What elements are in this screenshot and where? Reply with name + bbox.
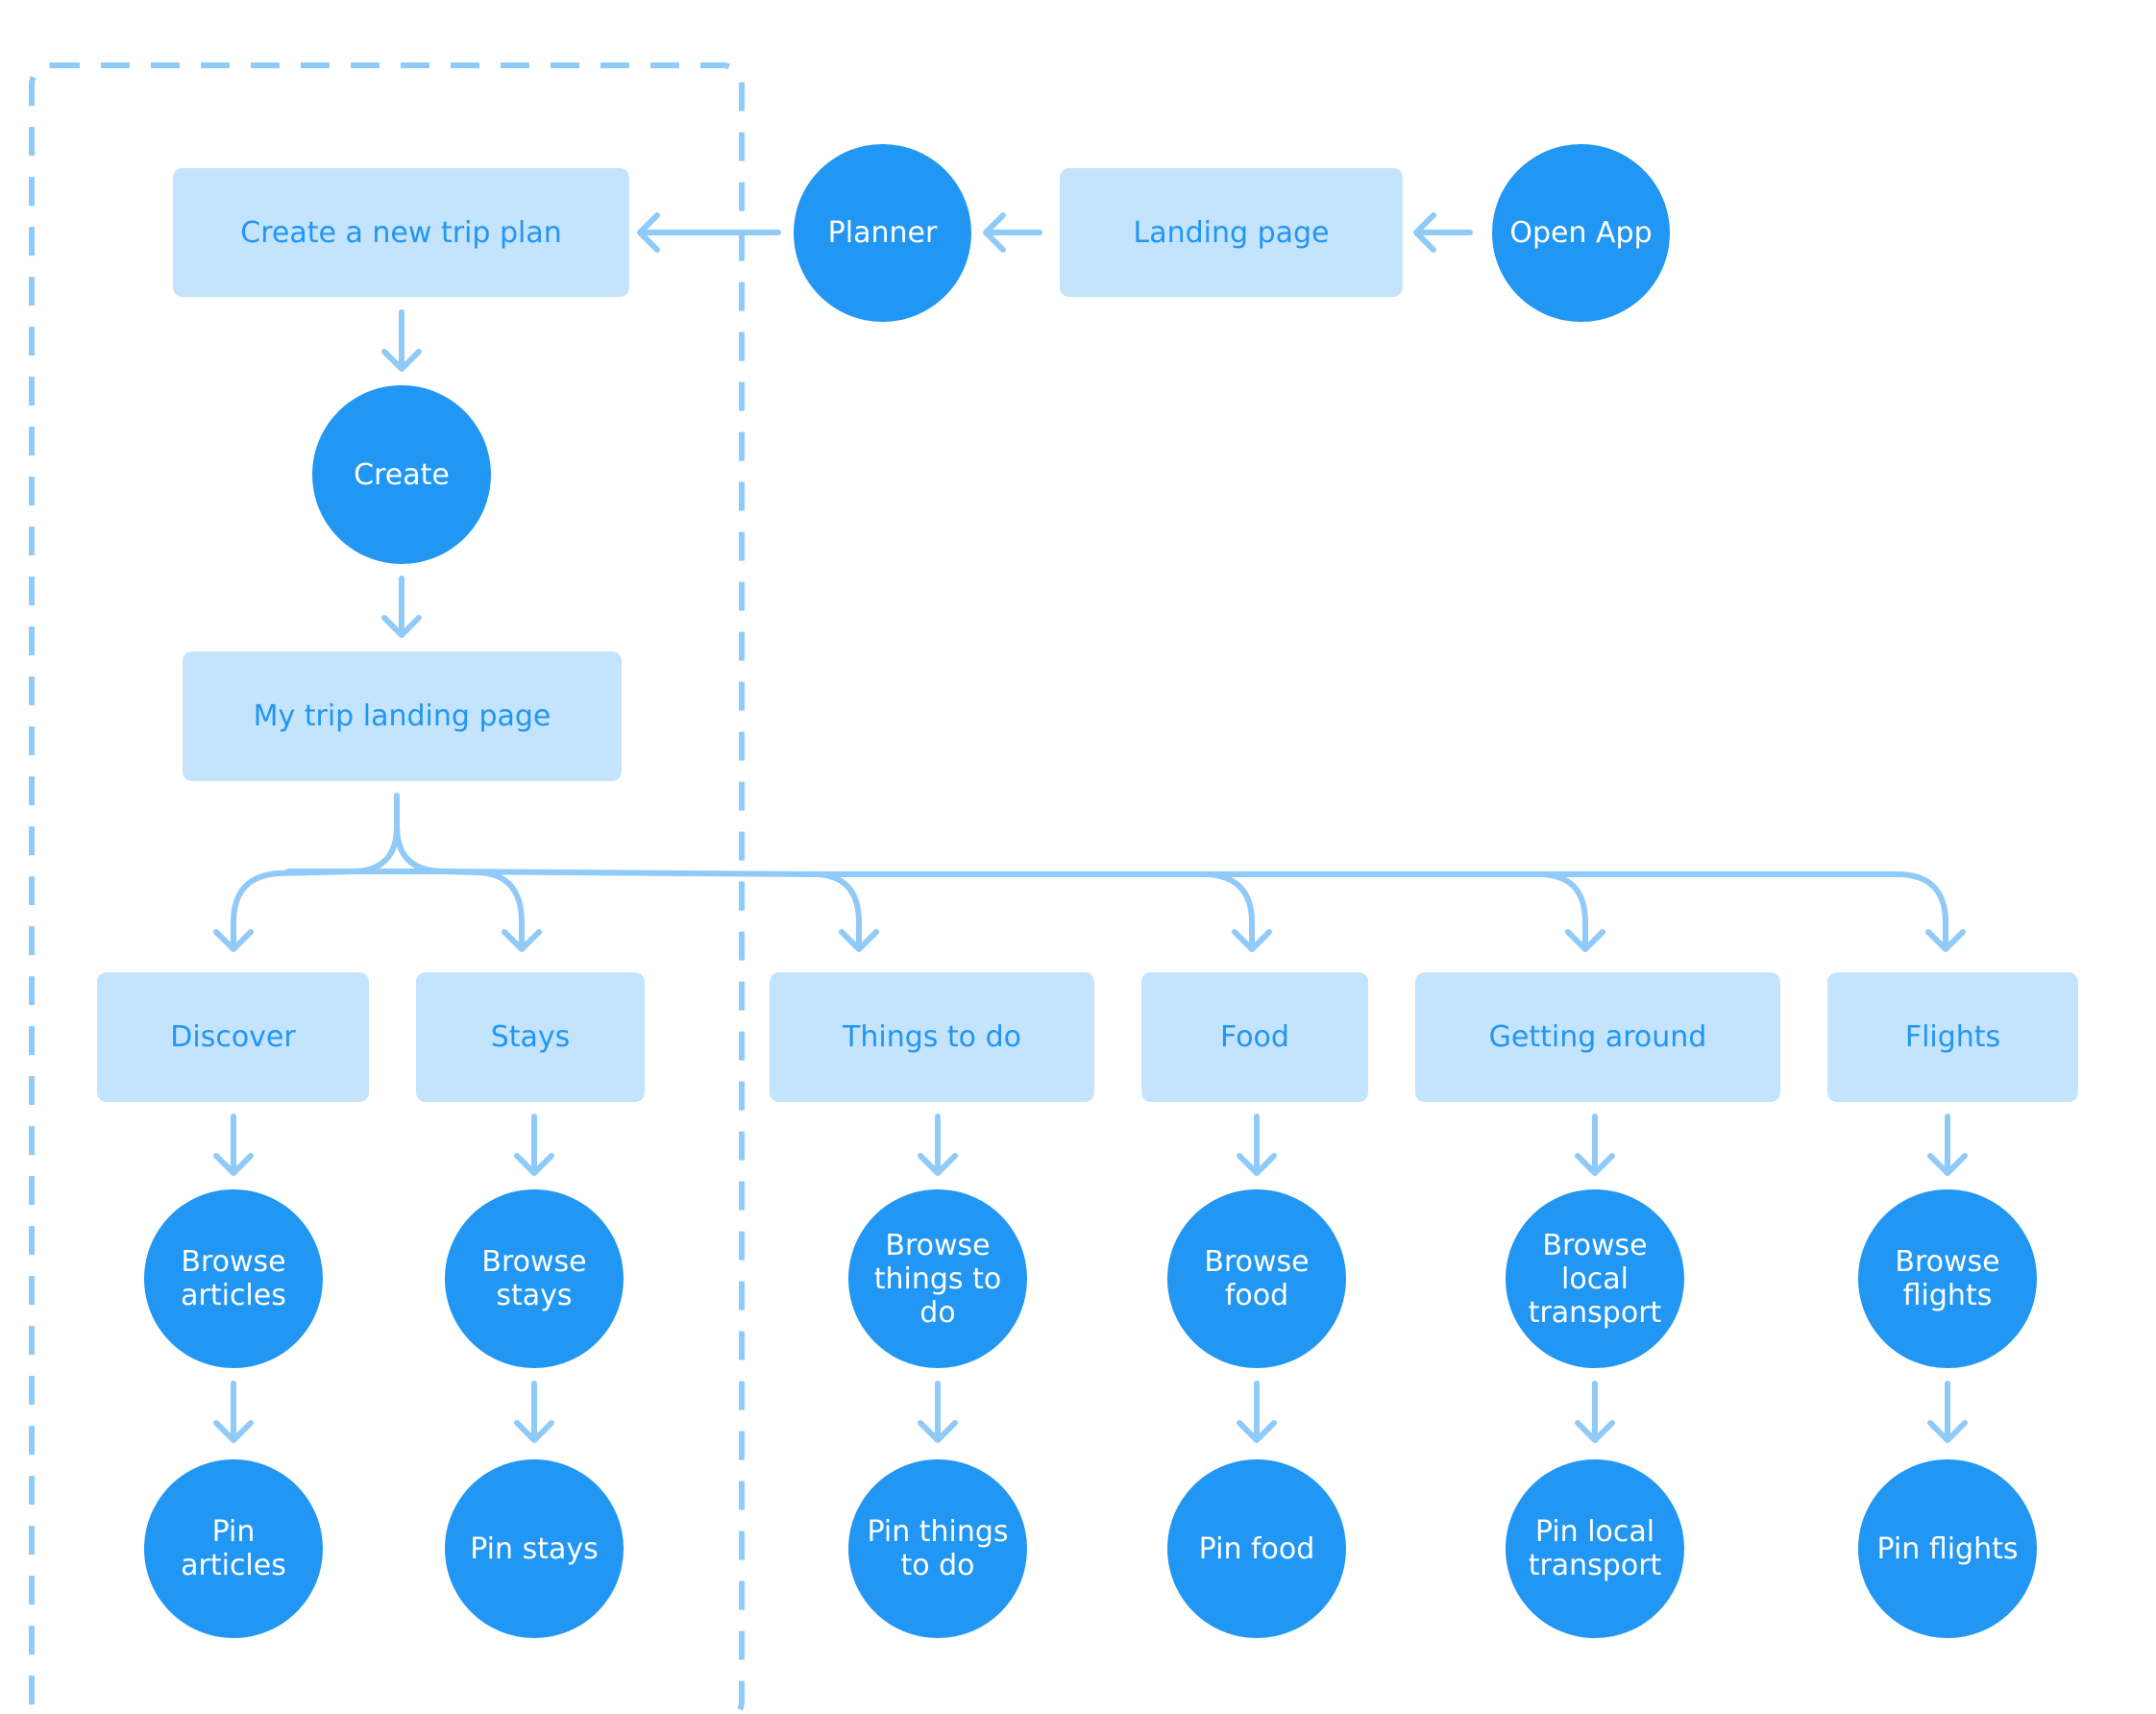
arrow-transport-pin bbox=[1575, 1381, 1615, 1443]
node-pin-flights: Pin flights bbox=[1858, 1459, 2037, 1638]
grouping-outline bbox=[29, 62, 745, 1714]
arrow-flights-browse bbox=[1927, 1114, 1968, 1176]
node-browse-things-to-do: Browse things to do bbox=[848, 1189, 1027, 1368]
node-browse-local-transport: Browse local transport bbox=[1506, 1189, 1684, 1368]
arrow-create-to-mytrip bbox=[381, 575, 422, 638]
arrow-create-trip-to-create bbox=[381, 309, 422, 372]
node-pin-food: Pin food bbox=[1167, 1459, 1346, 1638]
node-flights: Flights bbox=[1827, 972, 2078, 1102]
arrow-flights-pin bbox=[1927, 1381, 1968, 1443]
arrow-articles-pin bbox=[213, 1381, 254, 1443]
node-create-trip-plan: Create a new trip plan bbox=[173, 168, 629, 297]
node-landing-page: Landing page bbox=[1060, 168, 1403, 297]
arrow-openapp-to-landing bbox=[1413, 212, 1473, 253]
node-my-trip-landing-page: My trip landing page bbox=[183, 651, 622, 781]
node-browse-food: Browse food bbox=[1167, 1189, 1346, 1368]
arrow-discover-browse bbox=[213, 1114, 254, 1176]
node-create: Create bbox=[312, 385, 491, 564]
node-pin-stays: Pin stays bbox=[445, 1459, 624, 1638]
node-pin-articles: Pin articles bbox=[144, 1459, 323, 1638]
arrow-planner-to-create-trip bbox=[637, 212, 781, 253]
arrow-stays-pin bbox=[514, 1381, 554, 1443]
node-things-to-do: Things to do bbox=[770, 972, 1094, 1102]
arrow-food-pin bbox=[1237, 1381, 1277, 1443]
node-open-app: Open App bbox=[1492, 144, 1670, 322]
node-pin-local-transport: Pin local transport bbox=[1506, 1459, 1684, 1638]
arrow-stays-browse bbox=[514, 1114, 554, 1176]
node-browse-articles: Browse articles bbox=[144, 1189, 323, 1368]
node-food: Food bbox=[1141, 972, 1368, 1102]
node-pin-things-to-do: Pin things to do bbox=[848, 1459, 1027, 1638]
node-stays: Stays bbox=[416, 972, 645, 1102]
arrow-landing-to-planner bbox=[983, 212, 1042, 253]
branch-connector bbox=[213, 793, 1966, 952]
node-browse-stays: Browse stays bbox=[445, 1189, 624, 1368]
arrow-things-browse bbox=[918, 1114, 958, 1176]
node-getting-around: Getting around bbox=[1415, 972, 1780, 1102]
arrow-food-browse bbox=[1237, 1114, 1277, 1176]
node-discover: Discover bbox=[97, 972, 369, 1102]
node-browse-flights: Browse flights bbox=[1858, 1189, 2037, 1368]
node-planner: Planner bbox=[794, 144, 971, 322]
arrow-getting-browse bbox=[1575, 1114, 1615, 1176]
arrow-things-pin bbox=[918, 1381, 958, 1443]
